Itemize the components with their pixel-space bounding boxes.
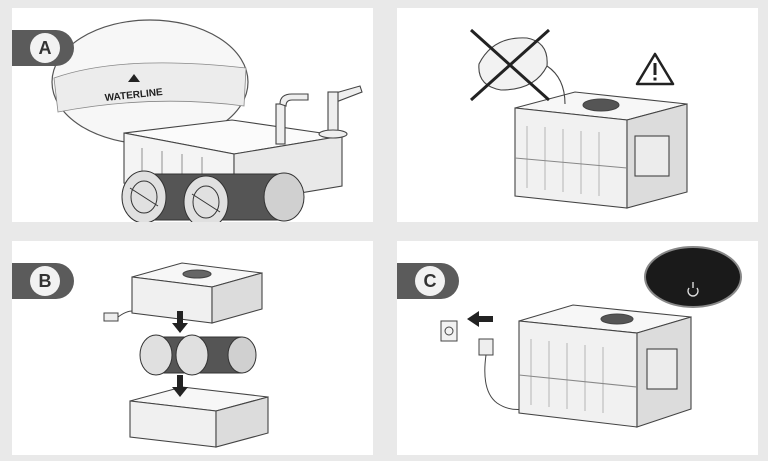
wall-socket (440, 320, 458, 342)
power-plug (103, 310, 133, 322)
humidifier-unit (514, 91, 688, 209)
bottom-tank (129, 386, 269, 448)
step-b-illustration (103, 262, 269, 448)
arrow-down-icon (172, 311, 188, 397)
humidifier-unit-c (518, 304, 692, 428)
warning-icon (635, 52, 675, 86)
step-c-illustration (440, 246, 742, 428)
step-badge-b: B (12, 263, 74, 299)
panel-step-b: B (12, 241, 373, 455)
step-badge-c: C (397, 263, 459, 299)
waterline-marker-icon (128, 74, 140, 82)
power-button-magnifier (644, 246, 742, 308)
power-icon (687, 282, 699, 297)
evaporator-discs-b (139, 334, 257, 376)
waterline-magnifier (51, 19, 249, 145)
warning-illustration (469, 28, 688, 209)
arrow-left-icon (467, 311, 493, 327)
top-housing (131, 262, 263, 324)
tap (275, 85, 363, 145)
evaporator-discs (121, 170, 305, 222)
step-badge-a: A (12, 30, 74, 66)
step-a-illustration: WATERLINE (51, 19, 363, 222)
panel-step-c: C (397, 241, 758, 455)
no-tap-water-icon (469, 28, 551, 102)
panel-warning (397, 8, 758, 222)
panel-step-a: WATERLINE A (12, 8, 373, 222)
